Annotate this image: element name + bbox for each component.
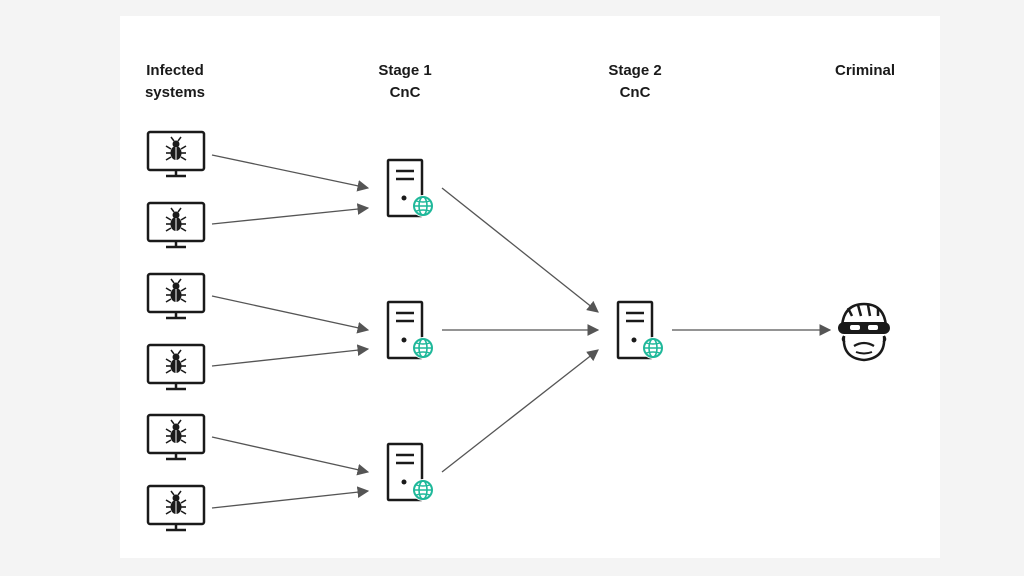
stage1-server-2 (386, 300, 436, 361)
infected-system-1 (146, 130, 206, 178)
stage2-header-line1: Stage 2 (608, 62, 662, 79)
diagram-panel (120, 16, 940, 558)
arrow-infected-6 (211, 486, 370, 509)
stage1-server-1 (386, 158, 436, 219)
criminal-header-line1: Criminal (834, 62, 895, 79)
infected-system-6 (146, 484, 206, 532)
stage2-cnc-header: Stage 2 CnC (590, 60, 680, 104)
arrow-stage1-3 (441, 349, 599, 473)
stage1-server-3 (386, 442, 436, 503)
arrows-infected-to-stage1 (211, 154, 370, 509)
stage1-header-line2: CnC (389, 84, 421, 101)
arrow-infected-5 (211, 436, 370, 476)
stage2-header-line2: CnC (619, 84, 651, 101)
infected-header-line2: systems (144, 84, 206, 101)
infected-system-2 (146, 201, 206, 249)
infected-system-5 (146, 413, 206, 461)
arrow-infected-3 (211, 295, 370, 334)
arrow-infected-1 (211, 154, 370, 192)
arrow-stage1-1 (441, 187, 599, 313)
arrows-stage1-to-stage2 (441, 187, 600, 473)
arrow-infected-2 (211, 203, 370, 225)
stage2-server (616, 300, 666, 361)
infected-header-line1: Infected (146, 62, 204, 79)
infected-systems-header: Infected systems (130, 60, 220, 104)
stage1-cnc-header: Stage 1 CnC (360, 60, 450, 104)
arrow-infected-4 (211, 344, 370, 367)
infected-system-4 (146, 343, 206, 391)
criminal-header: Criminal (820, 60, 910, 82)
masked-criminal-icon (838, 302, 890, 362)
stage1-header-line1: Stage 1 (378, 62, 432, 79)
infected-system-3 (146, 272, 206, 320)
